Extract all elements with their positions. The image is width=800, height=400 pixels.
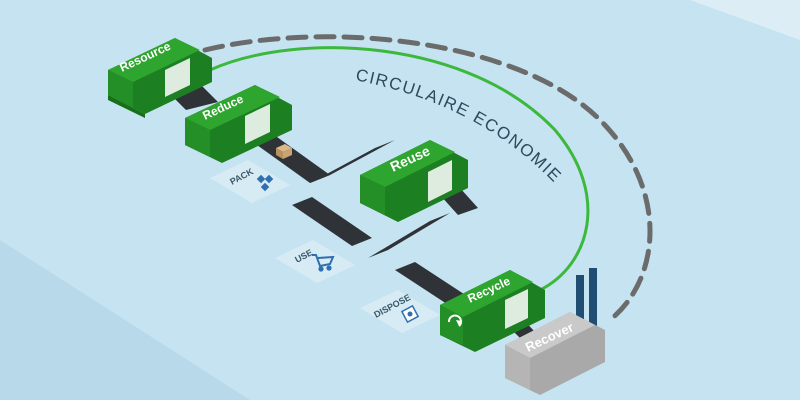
step-use: USE bbox=[275, 240, 355, 283]
conveyor-dispose-recycle bbox=[395, 262, 470, 306]
machine-recover: Recover bbox=[505, 268, 605, 395]
chimney-right bbox=[589, 268, 597, 330]
recycle-icon bbox=[448, 314, 462, 327]
green-loop bbox=[209, 46, 590, 292]
machine-recycle: Recycle bbox=[440, 270, 545, 352]
parcel-icon bbox=[276, 144, 292, 159]
chimney-left bbox=[576, 275, 584, 335]
dashed-loop bbox=[202, 34, 653, 323]
shopping-cart-icon bbox=[312, 254, 335, 272]
conveyor-to-reuse bbox=[310, 140, 395, 183]
ground-shadow-left bbox=[0, 240, 250, 400]
boxes-icon bbox=[256, 174, 274, 192]
trash-icon bbox=[400, 304, 420, 324]
ground-highlight bbox=[690, 0, 800, 40]
conveyor-use-reuse bbox=[368, 213, 450, 258]
machine-resource: Resource bbox=[108, 38, 212, 118]
conveyor-reduce-down bbox=[250, 132, 330, 183]
conveyor-pack-use bbox=[292, 197, 372, 246]
step-pack: PACK bbox=[210, 160, 290, 203]
